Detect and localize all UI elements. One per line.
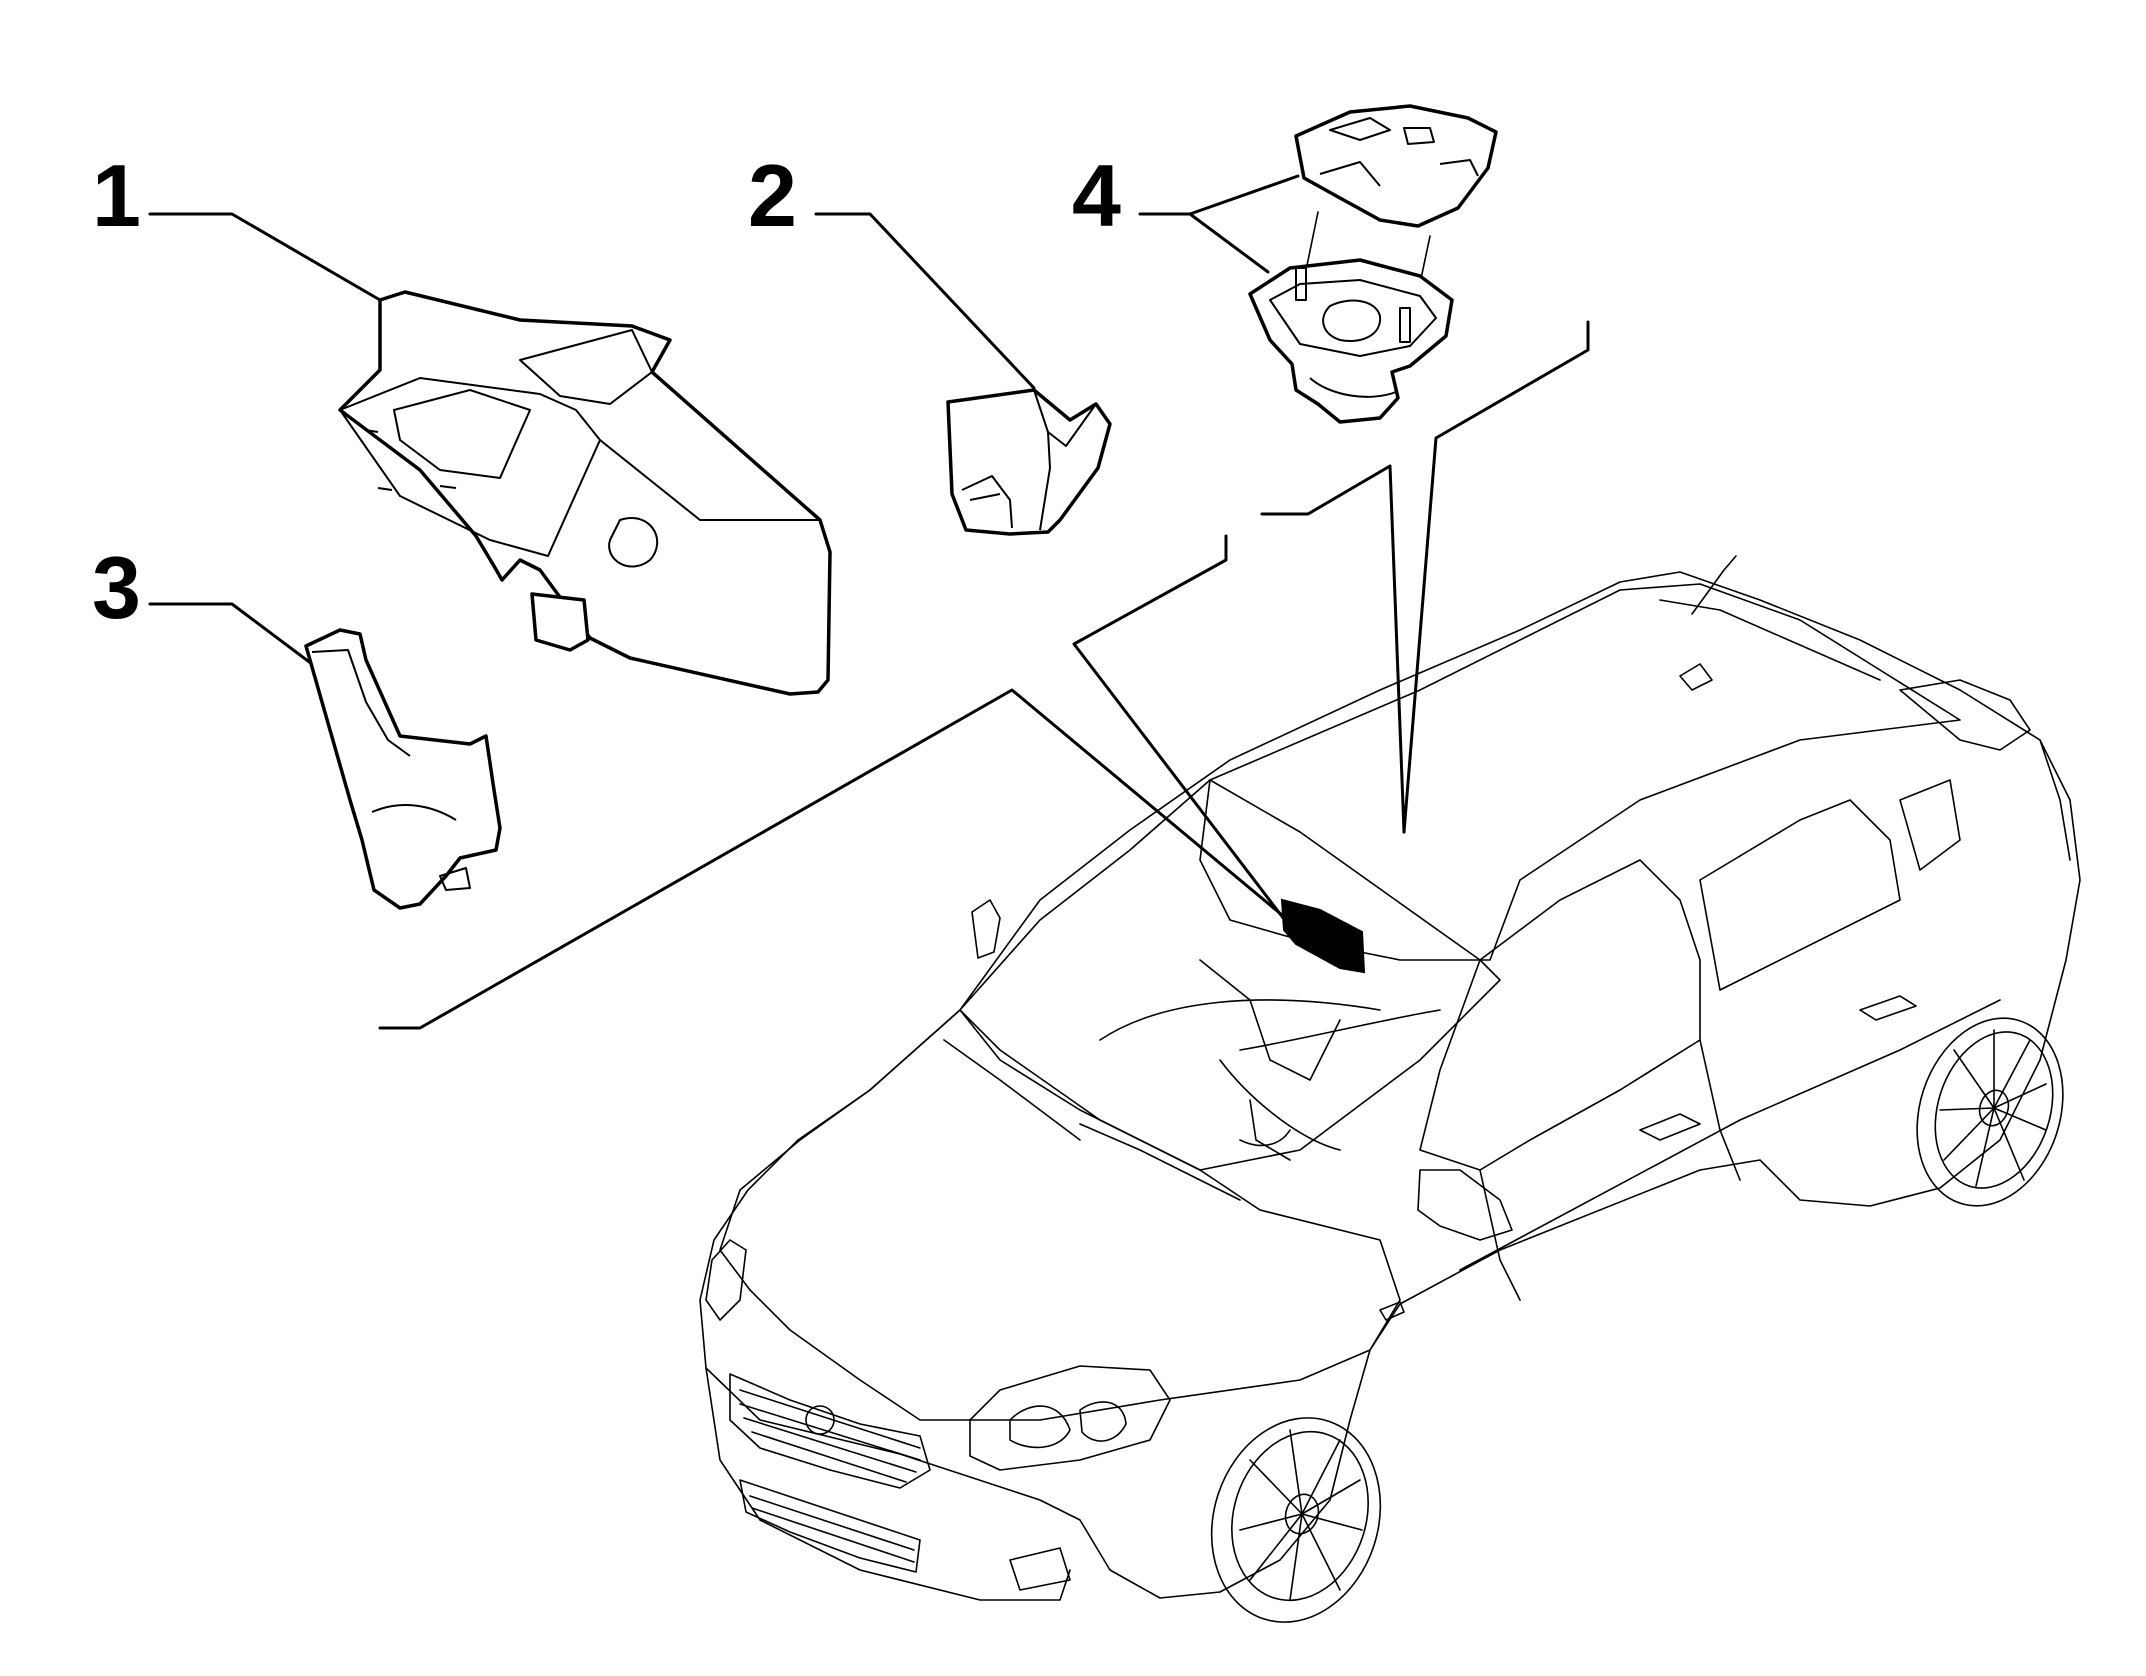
group-bracket-roof-lamp: [1260, 464, 1406, 834]
brand-badge-icon: [805, 1405, 835, 1435]
group-bracket-mirror-b: [1072, 534, 1302, 942]
leader-line-1: [148, 212, 382, 302]
group-bracket-roof-lamp-b: [1402, 320, 1590, 834]
callout-number-4: 4: [1072, 146, 1121, 245]
callout-number-3: 3: [92, 538, 141, 637]
leader-line-2: [814, 212, 1036, 390]
rearview-mirror-cover-icon: [338, 290, 832, 696]
group-bracket-mirror: [378, 688, 1302, 1030]
grille-slats: [739, 1389, 921, 1483]
roof-lamp-assembly-icon: [1248, 104, 1498, 424]
callout-number-2: 2: [748, 146, 797, 245]
leader-line-4a: [1138, 174, 1300, 216]
front-wheel-icon: [1210, 1417, 1382, 1623]
leader-line-3: [148, 602, 314, 666]
hatchback-car-icon: [699, 555, 2081, 1623]
callout-number-1: 1: [92, 146, 141, 245]
leader-line-4b: [1188, 212, 1270, 274]
leader-lines: [148, 174, 1590, 1030]
rear-wheel-icon: [1916, 1017, 2064, 1207]
mirror-base-trim-icon: [946, 388, 1112, 536]
mirror-stem-cover-icon: [304, 628, 502, 910]
